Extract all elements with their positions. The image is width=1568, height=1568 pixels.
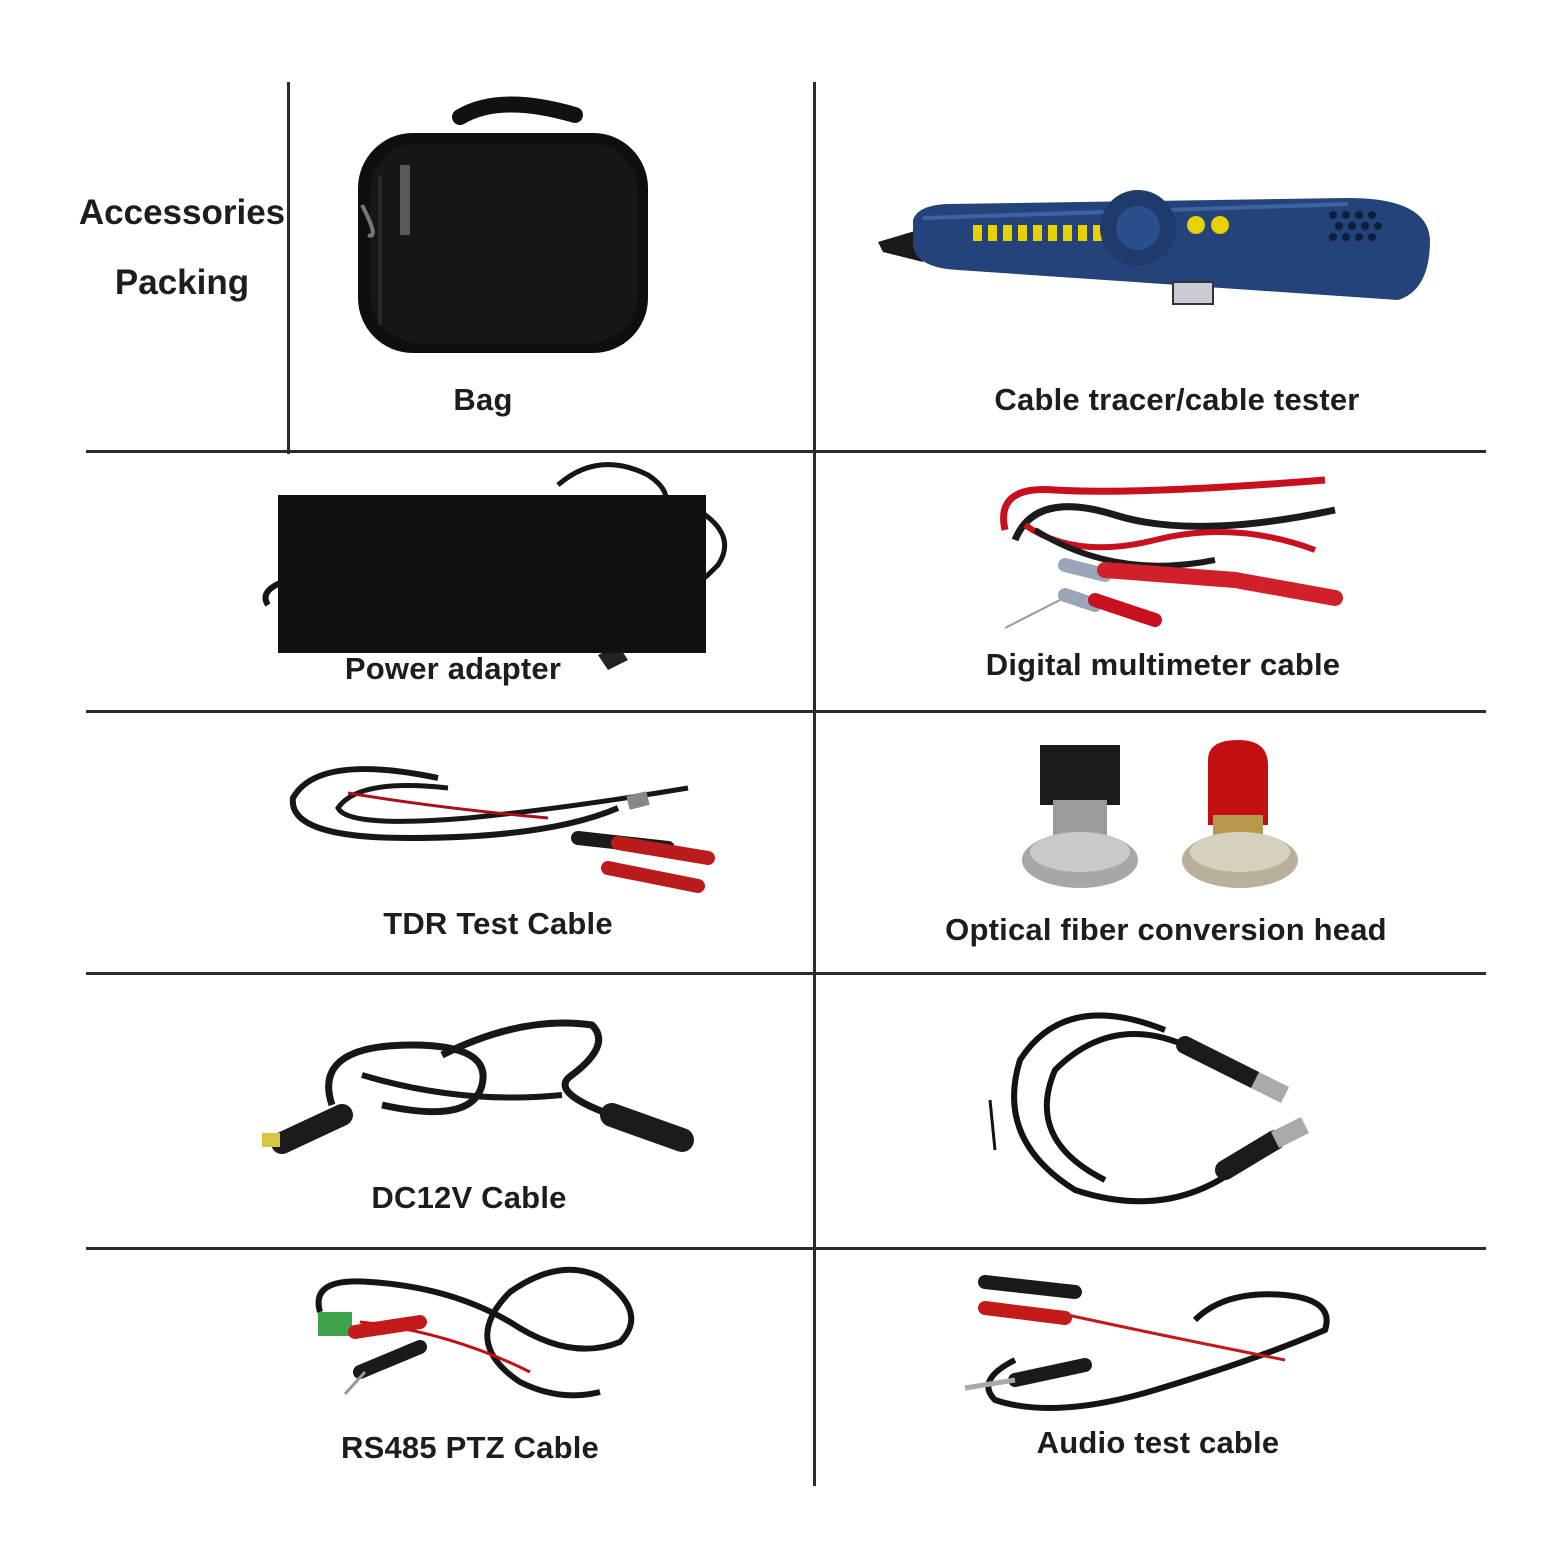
heading-line-1: Accessories (78, 193, 286, 232)
redacted-block (278, 495, 706, 653)
item-label-tdr-cable: TDR Test Cable (383, 906, 613, 941)
item-label-multimeter-cable: Digital multimeter cable (985, 647, 1341, 682)
grid-line-row-4 (86, 1247, 1486, 1250)
cable-tracer-icon (878, 190, 1430, 305)
grid-line-row-3 (86, 972, 1486, 975)
bag-icon (358, 96, 648, 353)
heading-line-2: Packing (114, 263, 250, 302)
item-label-audio-cable: Audio test cable (1036, 1425, 1280, 1460)
grid-line-center (813, 82, 816, 1486)
item-label-rs485-cable: RS485 PTZ Cable (341, 1430, 599, 1465)
grid-line-row-1 (86, 450, 1486, 453)
item-label-bag: Bag (453, 382, 513, 417)
item-label-power-adapter: Power adapter (344, 651, 562, 686)
tdr-cable-icon (289, 766, 715, 893)
accessories-heading: Accessories Packing (79, 178, 285, 318)
fiber-adapter-icon (1022, 740, 1298, 888)
bnc-cable-icon (988, 1012, 1310, 1205)
item-label-fiber-head: Optical fiber conversion head (945, 912, 1387, 947)
audio-cable-icon (964, 1275, 1330, 1411)
dc-cable-icon (262, 1019, 694, 1154)
item-label-dc12v-cable: DC12V Cable (371, 1180, 567, 1215)
grid-line-row-2 (86, 710, 1486, 713)
item-label-cable-tracer: Cable tracer/cable tester (994, 382, 1360, 417)
multimeter-probes-icon (1000, 476, 1343, 629)
rs485-cable-icon (315, 1266, 635, 1399)
grid-line-heading (287, 82, 290, 454)
